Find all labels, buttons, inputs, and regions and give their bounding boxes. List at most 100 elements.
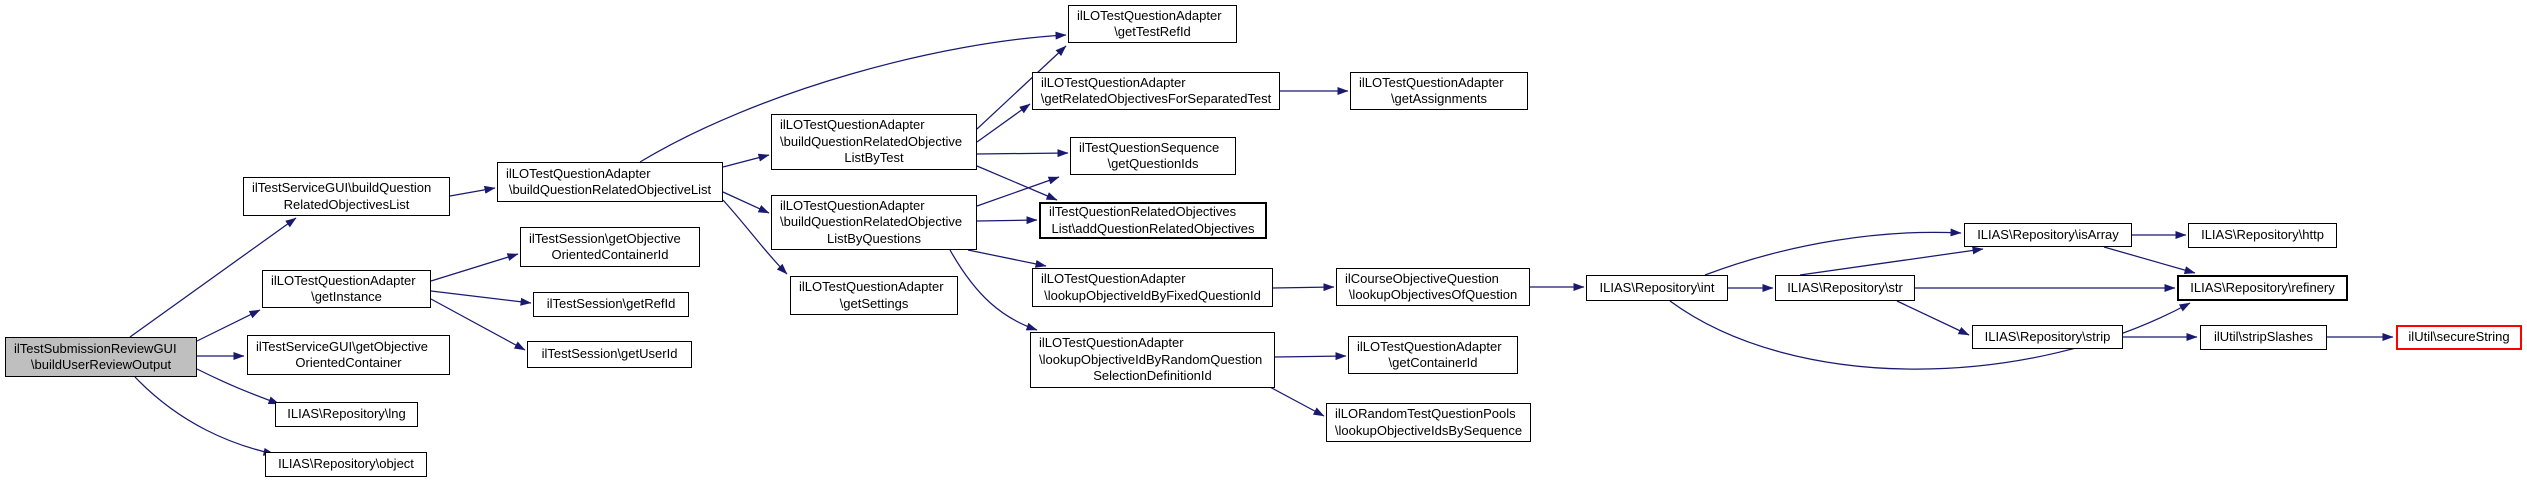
node-stripSlashes-label: ilUtil\stripSlashes bbox=[2214, 329, 2313, 345]
edge-getInstance-to-getRefId bbox=[430, 290, 532, 306]
node-isArray[interactable]: ILIAS\Repository\isArray bbox=[1964, 223, 2132, 247]
node-getContainerId[interactable]: ilLOTestQuestionAdapter\getContainerId bbox=[1348, 336, 1518, 374]
node-getObjectiveOrientedContainer-label: ilTestServiceGUI\getObjective bbox=[256, 338, 428, 354]
node-lookupObjectiveIdByRandomQuestionSelectionDefinitionId-label: ilLOTestQuestionAdapter bbox=[1039, 335, 1184, 351]
node-buildQuestionRelatedObjectiveListByQuestions-label: ListByQuestions bbox=[827, 230, 921, 246]
node-object[interactable]: ILIAS\Repository\object bbox=[265, 452, 427, 477]
node-getInstance[interactable]: ilLOTestQuestionAdapter\getInstance bbox=[262, 270, 431, 308]
node-str-label: ILIAS\Repository\str bbox=[1787, 279, 1903, 295]
edge-lookupObjectiveIdByRandomQuestionSelectionDefinitionId-to-getContainerId bbox=[1274, 352, 1347, 361]
node-getQuestionIds-label: \getQuestionIds bbox=[1107, 156, 1199, 171]
node-lookupObjectivesOfQuestion-label: ilCourseObjectiveQuestion bbox=[1345, 270, 1499, 286]
node-buildQuestionRelatedObjectiveList[interactable]: ilLOTestQuestionAdapter\buildQuestionRel… bbox=[497, 162, 723, 202]
node-http[interactable]: ILIAS\Repository\http bbox=[2188, 223, 2337, 248]
node-buildUserReviewOutput-label: \buildUserReviewOutput bbox=[30, 357, 172, 372]
edge-str-to-isArray bbox=[1799, 246, 1984, 276]
edge-buildQuestionRelatedObjectiveList-to-getSettings bbox=[722, 199, 788, 275]
edge-buildUserReviewOutput-to-lng bbox=[196, 368, 280, 405]
node-getRefId[interactable]: ilTestSession\getRefId bbox=[533, 292, 689, 317]
node-getSettings-label: \getSettings bbox=[839, 295, 909, 311]
edge-int-to-isArray bbox=[1704, 228, 1962, 276]
node-buildQuestionRelatedObjectiveList-label: ilLOTestQuestionAdapter bbox=[506, 165, 651, 181]
node-strip[interactable]: ILIAS\Repository\strip bbox=[1972, 325, 2123, 349]
node-strip-label: ILIAS\Repository\strip bbox=[1984, 328, 2111, 344]
node-getInstance-label: ilLOTestQuestionAdapter bbox=[271, 272, 416, 288]
node-lng[interactable]: ILIAS\Repository\lng bbox=[275, 402, 418, 427]
node-http-label: ILIAS\Repository\http bbox=[2201, 227, 2324, 243]
node-getRelatedObjectivesForSeparatedTest-label: ilLOTestQuestionAdapter bbox=[1041, 74, 1186, 90]
edge-buildQuestionRelatedObjectiveList-to-buildQuestionRelatedObjectiveListByQuestions bbox=[722, 191, 770, 214]
node-getRelatedObjectivesForSeparatedTest[interactable]: ilLOTestQuestionAdapter\getRelatedObject… bbox=[1032, 72, 1280, 110]
edge-str-to-strip bbox=[1896, 300, 1970, 336]
node-buildQuestionRelatedObjectiveListByQuestions-label: ilLOTestQuestionAdapter bbox=[780, 197, 925, 213]
edge-buildQuestionRelatedObjectiveListByTest-to-getTestRefId bbox=[976, 45, 1067, 130]
edge-buildQuestionRelatedObjectivesList-to-buildQuestionRelatedObjectiveList bbox=[449, 185, 496, 197]
node-getContainerId-label: \getContainerId bbox=[1388, 355, 1478, 370]
node-getRefId-label: ilTestSession\getRefId bbox=[546, 296, 676, 312]
node-buildUserReviewOutput[interactable]: ilTestSubmissionReviewGUI\buildUserRevie… bbox=[5, 337, 197, 377]
node-getObjectiveOrientedContainerId-label: ilTestSession\getObjective bbox=[529, 230, 681, 246]
node-lookupObjectiveIdByRandomQuestionSelectionDefinitionId[interactable]: ilLOTestQuestionAdapter\lookupObjectiveI… bbox=[1030, 332, 1275, 388]
edge-buildQuestionRelatedObjectiveListByQuestions-to-getQuestionIds bbox=[976, 176, 1060, 207]
node-buildUserReviewOutput-label: ilTestSubmissionReviewGUI bbox=[14, 340, 177, 356]
node-getObjectiveOrientedContainerId-label: OrientedContainerId bbox=[551, 247, 669, 262]
edge-buildQuestionRelatedObjectiveList-to-buildQuestionRelatedObjectiveListByTest bbox=[722, 153, 770, 168]
edge-getInstance-to-getUserId bbox=[430, 298, 526, 351]
edge-lookupObjectiveIdByRandomQuestionSelectionDefinitionId-to-lookupObjectiveIdsBySequence bbox=[1267, 385, 1325, 417]
edge-lookupObjectiveIdByFixedQuestionId-to-lookupObjectivesOfQuestion bbox=[1272, 283, 1335, 292]
edge-buildQuestionRelatedObjectiveListByQuestions-to-lookupObjectiveIdByRandomQuestionSelectionDefinitionId bbox=[949, 249, 1038, 331]
edge-getInstance-to-getObjectiveOrientedContainerId bbox=[430, 253, 519, 282]
edge-buildQuestionRelatedObjectiveList-to-getTestRefId bbox=[639, 31, 1067, 163]
node-getAssignments[interactable]: ilLOTestQuestionAdapter\getAssignments bbox=[1350, 72, 1528, 110]
node-lookupObjectiveIdByRandomQuestionSelectionDefinitionId-label: \lookupObjectiveIdByRandomQuestion bbox=[1039, 351, 1263, 367]
node-buildQuestionRelatedObjectiveListByQuestions[interactable]: ilLOTestQuestionAdapter\buildQuestionRel… bbox=[771, 195, 977, 250]
node-buildQuestionRelatedObjectiveListByTest[interactable]: ilLOTestQuestionAdapter\buildQuestionRel… bbox=[771, 114, 977, 170]
edge-isArray-to-refinery bbox=[2103, 246, 2196, 274]
node-secureString[interactable]: ilUtil\secureString bbox=[2396, 325, 2522, 350]
node-buildQuestionRelatedObjectiveListByTest-label: ListByTest bbox=[844, 150, 904, 166]
node-buildQuestionRelatedObjectivesList-label: RelatedObjectivesList bbox=[283, 196, 410, 212]
node-addQuestionRelatedObjectives-label: ilTestQuestionRelatedObjectives bbox=[1049, 204, 1237, 219]
node-object-label: ILIAS\Repository\object bbox=[278, 456, 414, 472]
node-getAssignments-label: \getAssignments bbox=[1390, 91, 1488, 106]
node-getUserId[interactable]: ilTestSession\getUserId bbox=[527, 341, 692, 368]
edge-buildUserReviewOutput-to-object bbox=[134, 376, 275, 456]
node-getTestRefId-label: ilLOTestQuestionAdapter bbox=[1077, 7, 1222, 23]
node-buildQuestionRelatedObjectiveList-label: \buildQuestionRelatedObjectiveList bbox=[508, 182, 712, 197]
node-getContainerId-label: ilLOTestQuestionAdapter bbox=[1357, 338, 1502, 354]
node-lng-label: ILIAS\Repository\lng bbox=[287, 406, 406, 422]
edge-buildQuestionRelatedObjectiveListByQuestions-to-addQuestionRelatedObjectives bbox=[976, 216, 1038, 225]
edge-buildQuestionRelatedObjectiveListByTest-to-getRelatedObjectivesForSeparatedTest bbox=[976, 103, 1031, 143]
node-getUserId-label: ilTestSession\getUserId bbox=[541, 346, 678, 362]
node-buildQuestionRelatedObjectivesList-label: ilTestServiceGUI\buildQuestion bbox=[252, 180, 432, 195]
node-getObjectiveOrientedContainer-label: OrientedContainer bbox=[295, 355, 402, 370]
node-stripSlashes[interactable]: ilUtil\stripSlashes bbox=[2200, 325, 2327, 350]
node-lookupObjectiveIdByFixedQuestionId-label: ilLOTestQuestionAdapter bbox=[1041, 271, 1186, 286]
node-int[interactable]: ILIAS\Repository\int bbox=[1586, 275, 1728, 301]
edge-buildQuestionRelatedObjectiveListByTest-to-getQuestionIds bbox=[976, 149, 1069, 158]
node-buildQuestionRelatedObjectiveListByTest-label: ilLOTestQuestionAdapter bbox=[780, 117, 925, 133]
node-getQuestionIds[interactable]: ilTestQuestionSequence\getQuestionIds bbox=[1070, 137, 1236, 175]
node-lookupObjectiveIdsBySequence[interactable]: ilLORandomTestQuestionPools\lookupObject… bbox=[1326, 403, 1531, 442]
node-getQuestionIds-label: ilTestQuestionSequence bbox=[1079, 139, 1220, 155]
edge-buildQuestionRelatedObjectiveListByTest-to-addQuestionRelatedObjectives bbox=[976, 165, 1058, 201]
node-getInstance-label: \getInstance bbox=[311, 289, 382, 304]
node-refinery[interactable]: ILIAS\Repository\refinery bbox=[2177, 275, 2348, 301]
node-getRelatedObjectivesForSeparatedTest-label: \getRelatedObjectivesForSeparatedTest bbox=[1040, 91, 1272, 106]
node-buildQuestionRelatedObjectiveListByQuestions-label: \buildQuestionRelatedObjective bbox=[780, 214, 963, 230]
node-lookupObjectiveIdByFixedQuestionId[interactable]: ilLOTestQuestionAdapter\lookupObjectiveI… bbox=[1032, 268, 1273, 307]
node-str[interactable]: ILIAS\Repository\str bbox=[1775, 275, 1915, 301]
edge-buildUserReviewOutput-to-getInstance bbox=[196, 309, 261, 342]
node-addQuestionRelatedObjectives-label: List\addQuestionRelatedObjectives bbox=[1051, 220, 1255, 236]
edge-buildUserReviewOutput-to-buildQuestionRelatedObjectivesList bbox=[129, 217, 297, 338]
node-getSettings[interactable]: ilLOTestQuestionAdapter\getSettings bbox=[790, 276, 958, 315]
node-lookupObjectiveIdsBySequence-label: ilLORandomTestQuestionPools bbox=[1335, 406, 1516, 421]
node-refinery-label: ILIAS\Repository\refinery bbox=[2190, 279, 2335, 295]
node-lookupObjectivesOfQuestion[interactable]: ilCourseObjectiveQuestion\lookupObjectiv… bbox=[1336, 268, 1530, 306]
node-getTestRefId[interactable]: ilLOTestQuestionAdapter\getTestRefId bbox=[1068, 5, 1237, 43]
